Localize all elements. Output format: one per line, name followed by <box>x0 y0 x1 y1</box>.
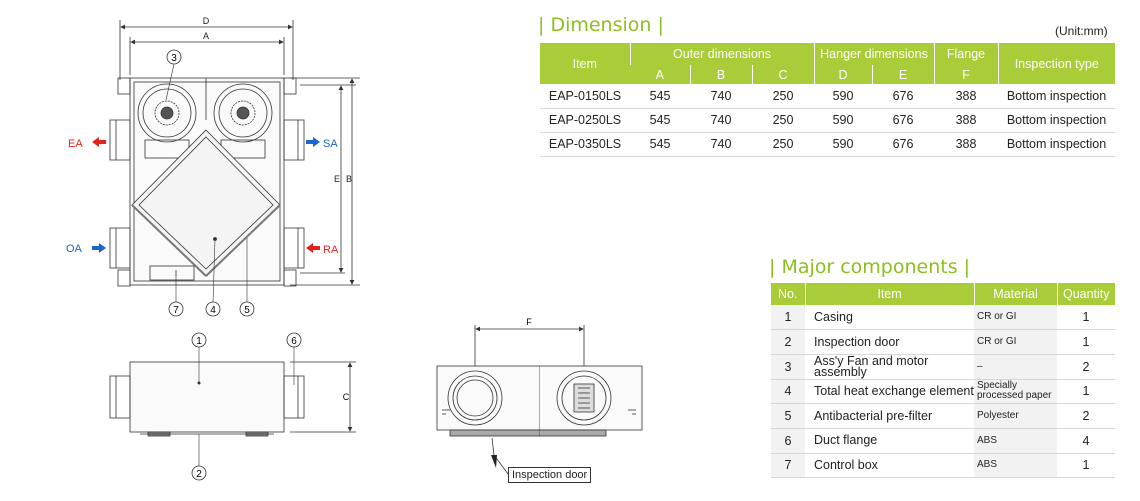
airflow-ra: RA <box>306 243 339 256</box>
header-f: F <box>933 65 998 84</box>
dimension-title: | Dimension | <box>538 14 664 36</box>
front-view-right <box>540 325 643 437</box>
table-row: 2 Inspection door CR or GI 1 <box>771 329 1115 355</box>
table-row: 4 Total heat exchange element Specially … <box>771 379 1115 405</box>
table-row: 7 Control box ABS 1 <box>771 453 1115 479</box>
header-d: D <box>813 65 872 84</box>
header-item: Item <box>804 283 974 305</box>
header-no: No. <box>771 283 805 305</box>
callout-3: 3 <box>165 49 182 101</box>
header-a: A <box>630 65 690 84</box>
callout-2: 2 <box>191 434 207 481</box>
svg-text:1: 1 <box>196 336 202 347</box>
svg-text:4: 4 <box>210 305 216 316</box>
header-hanger: Hanger dimensions <box>813 43 934 65</box>
table-row: EAP-0150LS 545 740 250 590 676 388 Botto… <box>540 84 1115 109</box>
dim-label-d: D <box>203 16 210 26</box>
table-row: EAP-0350LS 545 740 250 590 676 388 Botto… <box>540 132 1115 157</box>
table-row: 3 Ass'y Fan and motor assembly – 2 <box>771 354 1115 380</box>
technical-drawing: D A E B 3 7 4 5 EA SA OA RA <box>66 16 540 481</box>
svg-text:6: 6 <box>291 336 297 347</box>
airflow-ea: EA <box>68 137 106 150</box>
header-outer: Outer dimensions <box>629 43 814 65</box>
svg-text:OA: OA <box>66 243 83 255</box>
header-b: B <box>689 65 752 84</box>
header-flange: Flange <box>933 43 998 65</box>
header-material: Material <box>973 283 1057 305</box>
table-row: 1 Casing CR or GI 1 <box>771 305 1115 331</box>
header-quantity: Quantity <box>1056 283 1115 305</box>
svg-text:RA: RA <box>323 244 339 256</box>
table-row: 5 Antibacterial pre-filter Polyester 2 <box>771 403 1115 429</box>
svg-text:3: 3 <box>171 53 177 64</box>
callout-1: 1 <box>191 332 207 385</box>
header-e: E <box>871 65 934 84</box>
header-c: C <box>751 65 814 84</box>
dim-label-e: E <box>334 174 340 184</box>
side-view <box>109 361 356 437</box>
svg-text:EA: EA <box>68 138 83 150</box>
dimension-table: Item Outer dimensions Hanger dimensions … <box>540 43 1115 157</box>
header-item: Item <box>540 43 630 84</box>
callout-7: 7 <box>168 276 184 317</box>
components-table: No. Item Material Quantity 1 Casing CR o… <box>771 283 1115 479</box>
inspection-door-pointer <box>491 437 509 475</box>
callout-5: 5 <box>239 238 255 317</box>
dim-label-a: A <box>203 31 209 41</box>
airflow-sa: SA <box>306 137 338 150</box>
header-inspection: Inspection type <box>997 43 1115 84</box>
dim-label-c: C <box>343 392 350 402</box>
table-row: 6 Duct flange ABS 4 <box>771 428 1115 454</box>
components-title: | Major components | <box>769 256 971 278</box>
callout-4: 4 <box>205 238 221 317</box>
dim-label-b: B <box>346 174 352 184</box>
front-view-frame: F <box>475 317 584 332</box>
svg-text:7: 7 <box>173 305 179 316</box>
front-view <box>436 325 540 437</box>
callout-6: 6 <box>286 332 302 385</box>
dim-label-f: F <box>526 317 532 327</box>
svg-text:2: 2 <box>196 469 202 480</box>
svg-text:SA: SA <box>323 138 338 150</box>
inspection-door-label: Inspection door <box>508 467 592 483</box>
airflow-oa: OA <box>66 243 106 255</box>
svg-text:5: 5 <box>244 305 250 316</box>
top-view <box>109 20 360 287</box>
table-row: EAP-0250LS 545 740 250 590 676 388 Botto… <box>540 108 1115 133</box>
unit-label: (Unit:mm) <box>1055 24 1108 38</box>
